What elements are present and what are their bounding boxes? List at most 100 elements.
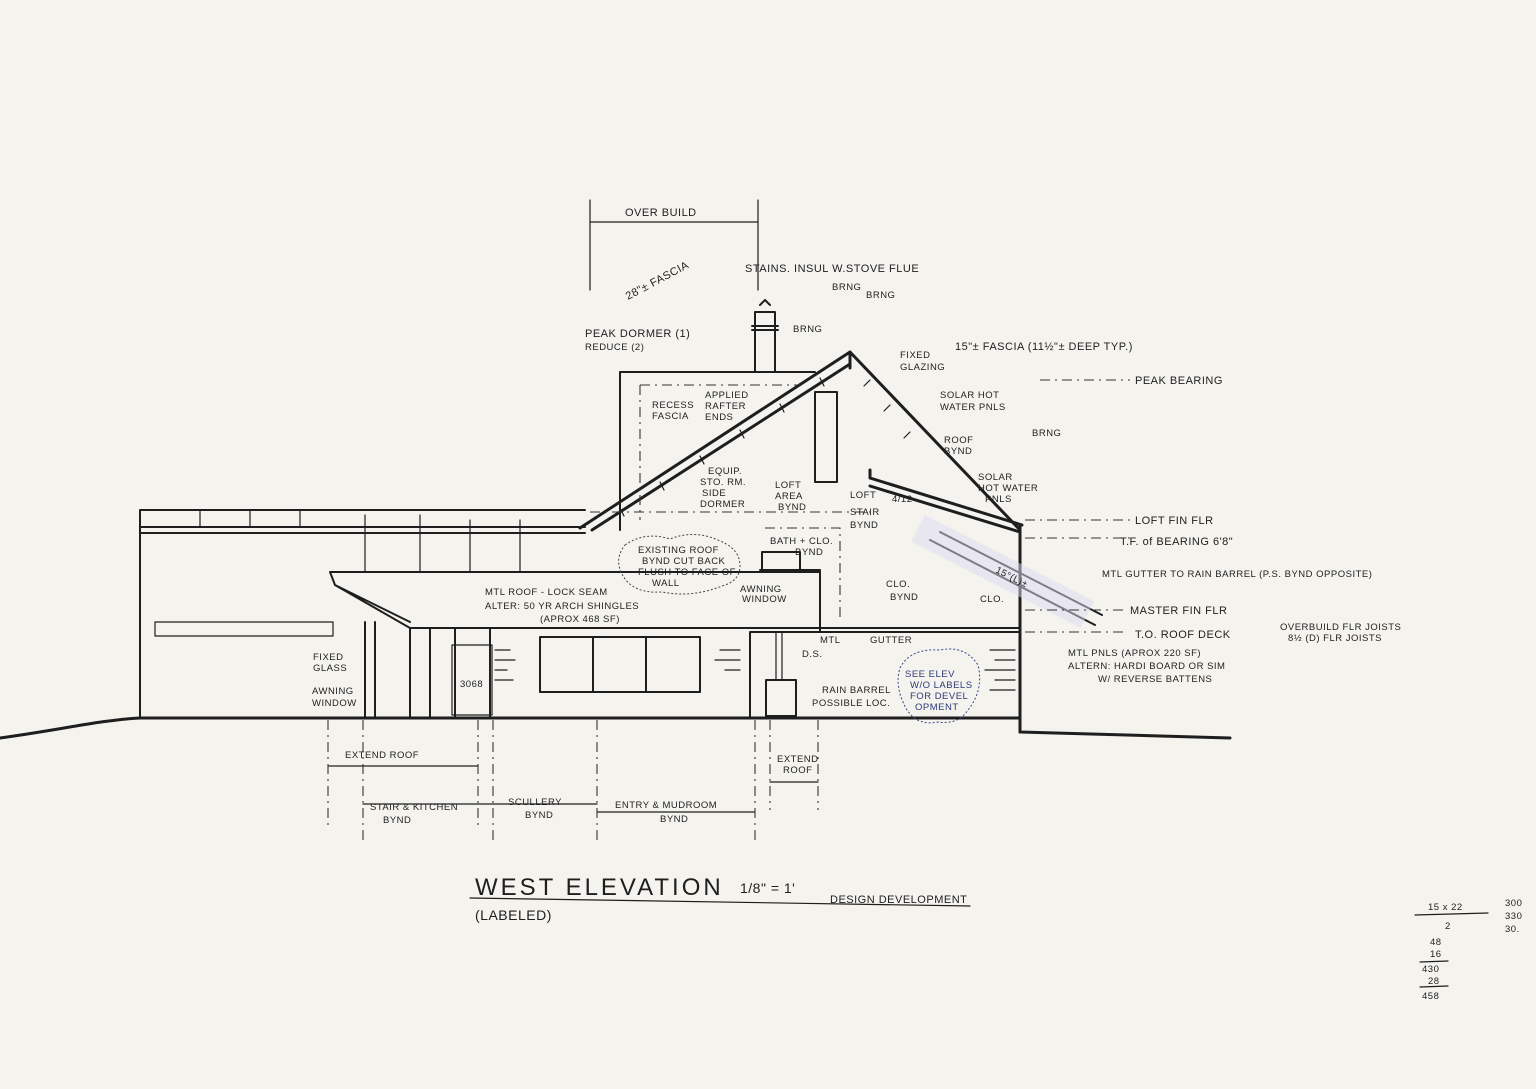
note-master-fin-flr: MASTER FIN FLR [1130,605,1227,617]
building-linework [0,199,1232,907]
dimension-lines [327,199,819,813]
note-see-elev: FOR DEVEL [910,691,968,702]
strip-window [154,621,334,637]
note-mtl-roof: ALTER: 50 YR ARCH SHINGLES [485,601,639,612]
siding-hatch [494,649,1016,691]
calc-line: 28 [1428,976,1440,987]
title-underline [469,897,971,907]
kitchen-windows [539,636,701,693]
calc-col: 330 [1505,911,1522,922]
note-tf-bearing: T.F. of BEARING 6'8" [1120,536,1233,548]
main-gable-roof [578,350,1022,532]
note-see-elev: OPMENT [915,702,959,713]
note-applied-rafter: ENDS [705,412,733,423]
right-shed-roof [868,468,1024,734]
lower-right-wall [749,569,1021,719]
note-awning-window: WINDOW [742,594,787,605]
note-solar-panels: WATER PNLS [940,402,1006,413]
drawing-phase: DESIGN DEVELOPMENT [830,894,967,906]
note-see-elev: W/O LABELS [910,680,973,691]
note-roof-bynd: ROOF [944,435,973,446]
drawing-subtitle: (LABELED) [475,907,552,923]
note-roof-bynd: BYND [944,446,972,457]
note-loft-stair: STAIR [850,507,880,518]
calc-col: 300 [1505,898,1522,909]
dormer-box [619,371,816,531]
note-recess-fascia: RECESS [652,400,694,411]
calc-line: 16 [1430,949,1442,960]
note-pitch-4: 4/12 [892,494,913,505]
note-mtl-panels: W/ REVERSE BATTENS [1098,674,1212,685]
porch-posts [364,621,491,719]
ground-line [0,716,1232,740]
dim-scullery: SCULLERY [508,797,562,808]
note-fixed-glazing: FIXED [900,350,930,361]
title-block: WEST ELEVATION (LABELED) 1/8" = 1' DESIG… [475,874,967,923]
note-mtl-roof: (APROX 468 SF) [540,614,620,625]
rain-barrel [765,679,797,717]
porch-roof [329,571,1021,629]
entry-door [451,644,493,716]
note-stove-flue: STAINS. INSUL W.STOVE FLUE [745,263,919,275]
note-equip: DORMER [700,499,745,510]
note-brng: BRNG [1032,428,1061,439]
note-solar-panels-2: SOLAR [978,472,1013,483]
note-existing-roof: EXISTING ROOF [638,545,719,556]
note-over-build: OVER BUILD [625,207,697,219]
note-fascia-28: 28"± FASCIA [624,259,691,302]
note-peak-bearing: PEAK BEARING [1135,375,1223,387]
calc-line: 15 x 22 [1428,902,1463,913]
note-fixed-glazing: GLAZING [900,362,945,373]
calc-line: 458 [1422,991,1439,1002]
note-mtl-roof: MTL ROOF - LOCK SEAM [485,587,608,598]
note-applied-rafter: RAFTER [705,401,746,412]
note-equip: EQUIP. [708,466,742,477]
note-loft-area: LOFT [775,480,801,491]
note-loft-stair: BYND [850,520,878,531]
calc-line: 430 [1422,964,1439,975]
dim-scullery: BYND [525,810,553,821]
drawing-scale: 1/8" = 1' [740,880,795,896]
note-existing-roof: FLUSH TO FACE OF [638,567,736,578]
dim-entry-mudroom: ENTRY & MUDROOM [615,800,717,811]
note-solar-panels-2: PNLS [985,494,1012,505]
note-overbuild-joists: OVERBUILD FLR JOISTS [1280,622,1401,633]
level-lines [1025,379,1130,633]
note-bath-clo: BYND [795,547,823,558]
solar-panel-highlight [911,515,1095,628]
note-fascia-15: 15"± FASCIA (11½"± DEEP TYP.) [955,341,1133,353]
note-brng: BRNG [832,282,861,293]
note-mtl-gutter: MTL GUTTER TO RAIN BARREL (P.S. BYND OPP… [1102,569,1372,580]
note-clo-bynd: BYND [890,592,918,603]
calc-line: 48 [1430,937,1442,948]
note-existing-roof: WALL [652,578,680,589]
note-rain-barrel: RAIN BARREL [822,685,891,696]
awning-window [761,551,801,573]
note-awning-window-lower: WINDOW [312,698,357,709]
dim-extend-roof-right: EXTEND [777,754,819,765]
dim-entry-mudroom: BYND [660,814,688,825]
note-fixed-glass: GLASS [313,663,347,674]
note-see-elev: SEE ELEV [905,669,955,680]
note-awning-window: AWNING [740,584,782,595]
note-ds: D.S. [802,649,822,660]
note-door-size: 3068 [460,679,483,690]
note-gutter: GUTTER [870,635,912,646]
low-roof-band [139,509,586,719]
dim-stair-kitchen: BYND [383,815,411,826]
note-loft-area: AREA [775,491,803,502]
note-existing-roof: BYND CUT BACK [642,556,726,567]
annotations: OVER BUILD STAINS. INSUL W.STOVE FLUE 28… [312,207,1401,713]
dim-stair-kitchen: STAIR & KITCHEN [370,802,458,813]
note-peak-dormer: PEAK DORMER (1) [585,328,690,340]
note-fixed-glass: FIXED [313,652,343,663]
note-recess-fascia: FASCIA [652,411,689,422]
note-awning-window-lower: AWNING [312,686,354,697]
note-tf-roof-deck: T.O. ROOF DECK [1135,629,1231,641]
dormer-hidden [590,384,870,620]
dim-extend-roof-right: ROOF [783,765,812,776]
calc-col: 30. [1505,924,1520,935]
note-brng: BRNG [793,324,822,335]
margin-calculation: 15 x 22 2 48 16 430 28 458 300 330 30. [1414,898,1522,1002]
